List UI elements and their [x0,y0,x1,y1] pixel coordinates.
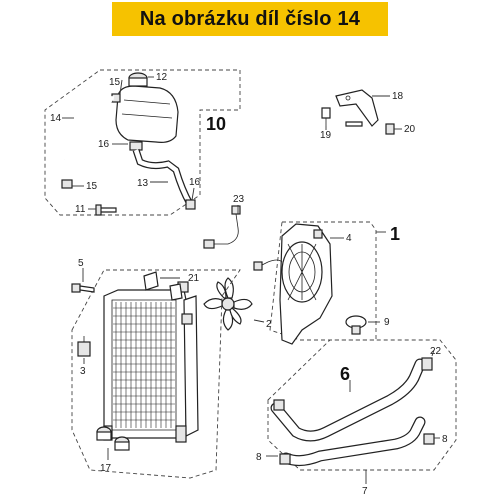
callout-7: 7 [362,486,368,497]
group-1-boundary [269,221,377,341]
callout-5: 5 [78,258,84,269]
screw-11 [99,207,117,213]
tank-outlet-clamp [129,141,143,151]
clamp-22 [421,357,433,371]
callout-11: 11 [75,204,86,215]
callout-4: 4 [346,233,352,244]
hose-13 [132,148,194,206]
hose-clamp-bottom [61,179,73,189]
callout-6: 6 [340,364,350,384]
screw-19-b [345,121,363,127]
fan-blade [203,277,253,331]
callout-18: 18 [392,91,404,102]
callout-16-left: 16 [98,139,110,150]
group-6-boundary [267,339,457,471]
grommets-17 [96,426,130,451]
radiator [103,281,199,443]
callout-15-bottom: 15 [86,181,98,192]
callout-12: 12 [156,72,168,83]
callout-20: 20 [404,124,416,135]
callout-13: 13 [137,178,149,189]
callout-19: 19 [320,130,332,141]
callout-1: 1 [390,224,400,244]
clamp-8-a [273,399,285,411]
callout-8-right: 8 [442,434,448,445]
callout-8-left: 8 [256,452,262,463]
group-10-boundary [44,69,241,216]
sensor-23 [231,205,241,215]
clamp-8-b [279,453,291,465]
hose-clamp-16 [185,199,196,210]
bracket-18 [335,89,379,127]
clamp-8-c [423,433,435,445]
callout-22: 22 [430,346,442,357]
callout-9: 9 [384,317,390,328]
callout-3: 3 [80,366,86,377]
highlight-banner: Na obrázku díl číslo 14 [112,2,388,36]
clamp-9 [345,315,367,335]
callout-2: 2 [266,319,272,330]
bracket-21 [143,271,159,291]
callout-23: 23 [233,194,245,205]
callout-16-right: 16 [189,177,201,188]
sensor-wire-23 [212,213,239,245]
radiator-group-boundary [71,269,241,479]
callout-17: 17 [100,463,112,474]
clip-20 [385,123,395,135]
screw-19-a [321,107,331,119]
screw-5 [71,283,95,293]
callout-14: 14 [50,113,62,124]
callout-10: 10 [206,114,226,134]
sensor-3 [77,336,91,357]
banner-title: Na obrázku díl číslo 14 [139,7,361,30]
callout-15-top: 15 [109,77,121,88]
callout-21: 21 [188,273,200,284]
